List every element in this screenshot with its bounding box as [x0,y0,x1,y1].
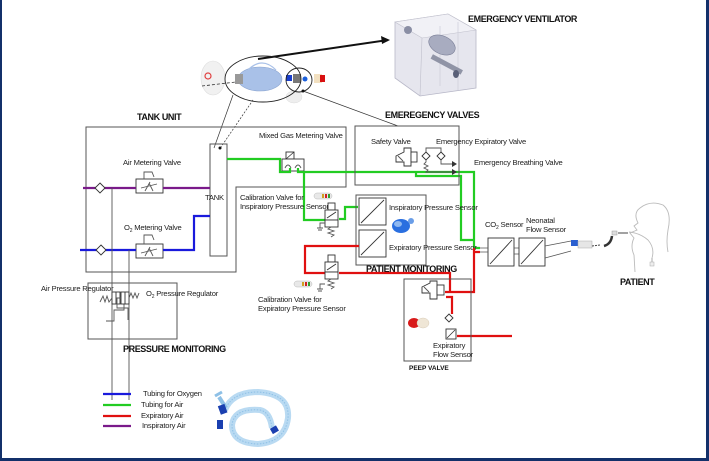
neonatal-flow-sensor-label-line2: Flow Sensor [526,225,567,234]
emergency-expiratory-valve-symbol [421,147,457,175]
expiratory-pressure-sensor-symbol [358,229,387,258]
oxygen-line [80,214,210,252]
expiratory-flow-sensor-symbol [445,328,457,340]
emergency-valves-box [354,125,460,186]
check-valve-peep [444,313,454,323]
tank-label: TANK [205,193,224,202]
calibration-inspiratory-label-line1: Calibration Valve for [240,193,304,202]
calibration-inspiratory-label-line2: Inspiratory Pressure Sensor [240,202,329,211]
pointer-line [302,90,399,127]
calibration-expiratory-label-line1: Calibration Valve for [258,295,322,304]
breathing-tube-illustration [214,388,292,448]
o2-metering-valve-label: O2 Metering Valve [124,223,182,234]
expiratory-flow-sensor-label-line2: Flow Sensor [433,350,474,359]
expiratory-flow-sensor-label-line1: Expiratory [433,341,466,350]
legend: Tubing for Oxygen Tubing for Air Expirat… [103,389,202,430]
inspiratory-pressure-sensor-symbol [358,197,387,226]
pressure-gauge-icon [313,192,333,200]
pressure-monitoring-box [87,282,178,340]
calibration-valve-inspiratory-symbol [317,202,339,238]
mixed-gas-metering-valve-symbol [281,151,305,172]
inspiratory-pressure-sensor-label: Inspiratory Pressure Sensor [389,203,478,212]
mixed-gas-metering-valve-label: Mixed Gas Metering Valve [259,131,343,140]
peep-valve-box [403,278,472,362]
pointer-line [220,99,254,148]
patient-heading: PATIENT [620,277,655,287]
patient-head-illustration [628,202,670,273]
legend-label-expiratory: Expiratory Air [141,411,184,420]
safety-valve-symbol [395,147,418,167]
pointer-line [213,94,234,149]
patient-monitoring-box [355,194,427,266]
peep-valve-symbol [421,280,445,300]
emergency-expiratory-valve-label: Emergency Expiratory Valve [436,137,526,146]
o2-pressure-regulator-label: O2 Pressure Regulator [146,289,219,300]
tank [209,143,228,257]
expiratory-pressure-sensor-label: Expiratory Pressure Sensor [389,243,477,252]
lung-sensor-icon [392,218,414,233]
air-metering-valve-label: Air Metering Valve [123,158,181,167]
patient-circuit-connector [544,230,628,259]
air-pressure-regulator-label: Air Pressure Regulator [41,284,114,293]
patient-monitoring-heading: PATIENT MONITORING [366,264,457,274]
resuscitator-bag-illustration [200,55,325,104]
peep-valve-heading: PEEP VALVE [409,365,449,372]
arrow-head [381,36,390,44]
legend-label-oxygen: Tubing for Oxygen [143,389,202,398]
pressure-gauge-icon [293,280,313,288]
co2-sensor-label: CO2 Sensor [485,220,524,231]
neonatal-flow-sensor-label-line1: Neonatal [526,216,555,225]
emergency-ventilator-illustration [394,13,477,97]
calibration-expiratory-label-line2: Expiratory Pressure Sensor [258,304,346,313]
air-metering-valve-symbol [135,171,164,194]
title-emergency-ventilator: EMERGENCY VENTILATOR [468,14,578,24]
legend-label-air: Tubing for Air [141,400,184,409]
check-valve-oxygen [95,244,107,256]
peep-valve-illustration [408,317,430,329]
emergency-breathing-valve-label: Emergency Breathing Valve [474,158,563,167]
o2-metering-valve-symbol [135,234,164,259]
check-valve-air [94,182,106,194]
neonatal-flow-sensor-symbol [518,237,546,267]
tank-unit-heading: TANK UNIT [137,112,182,122]
legend-label-inspiratory: Inspiratory Air [142,421,186,430]
calibration-valve-expiratory-symbol [317,254,339,292]
emergency-valves-heading: EMEREGENCY VALVES [385,110,480,120]
pressure-monitoring-heading: PRESSURE MONITORING [123,344,226,354]
expiratory-air-line [303,244,512,338]
o2-pressure-regulator-symbol [116,291,140,320]
tank-unit-box [85,126,347,273]
co2-sensor-symbol [487,237,515,267]
pointer-arrow [257,39,389,60]
safety-valve-label: Safety Valve [371,137,411,146]
